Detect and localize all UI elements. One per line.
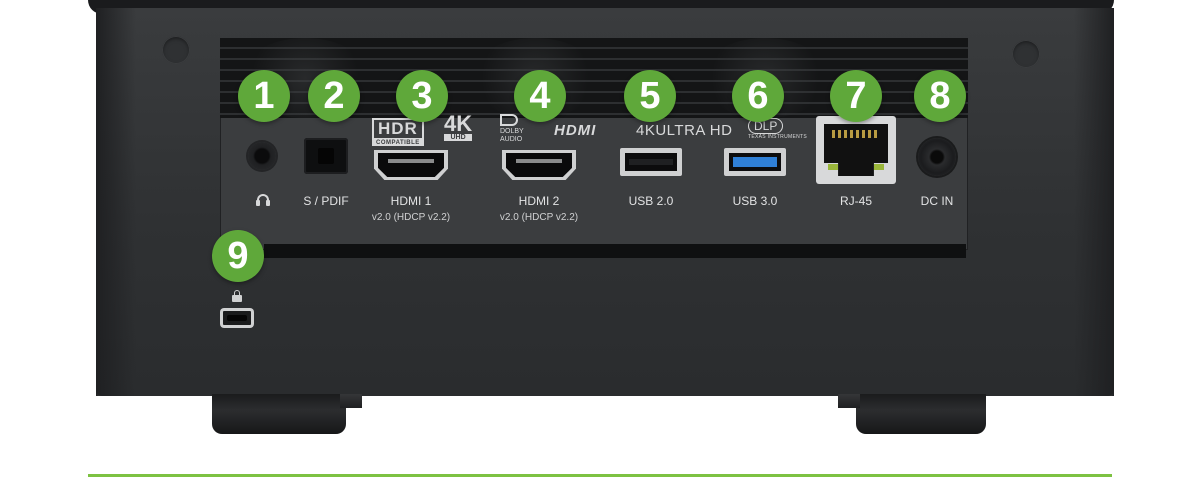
- dolby-d-icon: [500, 114, 518, 126]
- hdmi-logo: HDMI: [554, 122, 597, 139]
- hdr-logo: HDR COMPATIBLE: [372, 118, 424, 146]
- usb-2-label: USB 2.0: [628, 194, 674, 208]
- dc-in-port[interactable]: [918, 138, 956, 176]
- dlp-logo-subtext: TEXAS INSTRUMENTS: [748, 134, 807, 140]
- badge-2: 2: [308, 70, 360, 122]
- 4k-logo-text: 4K: [444, 111, 473, 136]
- 4k-uhd-logo: 4K UHD: [444, 111, 473, 141]
- 4k-ultra-hd-logo: 4KULTRA HD: [636, 122, 733, 139]
- headphone-jack[interactable]: [248, 142, 276, 170]
- rj45-port[interactable]: [816, 116, 896, 184]
- badge-7: 7: [830, 70, 882, 122]
- badge-5: 5: [624, 70, 676, 122]
- hdmi-1-label: HDMI 1: [390, 194, 432, 208]
- hdmi-2-label: HDMI 2: [518, 194, 560, 208]
- badge-8: 8: [914, 70, 966, 122]
- dc-in-label: DC IN: [920, 194, 954, 208]
- hdr-logo-subtext: COMPATIBLE: [372, 140, 424, 146]
- dolby-line1: DOLBY: [500, 128, 524, 135]
- screw-left: [162, 36, 190, 64]
- badge-9: 9: [212, 230, 264, 282]
- dolby-audio-logo: DOLBY AUDIO: [500, 114, 524, 144]
- foot-right: [856, 394, 986, 434]
- usb-3-label: USB 3.0: [732, 194, 778, 208]
- lock-icon: [232, 290, 242, 302]
- hdmi-1-version: v2.0 (HDCP v2.2): [371, 212, 451, 223]
- foot-left: [212, 394, 346, 434]
- foot-left-cap: [340, 394, 362, 408]
- spdif-label: S / PDIF: [303, 194, 349, 208]
- usb-3-port[interactable]: [724, 148, 786, 176]
- green-divider-line: [88, 474, 1112, 477]
- uhd-logo-text: UHD: [444, 134, 473, 141]
- kensington-lock-slot[interactable]: [220, 308, 254, 328]
- body-left-shade: [96, 8, 136, 396]
- screw-right: [1012, 40, 1040, 68]
- hdmi-2-version: v2.0 (HDCP v2.2): [499, 212, 579, 223]
- badge-6: 6: [732, 70, 784, 122]
- hdmi-2-port[interactable]: [502, 150, 576, 180]
- badge-4: 4: [514, 70, 566, 122]
- badge-3: 3: [396, 70, 448, 122]
- foot-right-cap: [838, 394, 860, 408]
- body-right-shade: [1074, 8, 1114, 396]
- headphones-icon: [256, 194, 270, 206]
- spdif-port[interactable]: [304, 138, 348, 174]
- lower-slot: [264, 244, 966, 258]
- hdmi-1-port[interactable]: [374, 150, 448, 180]
- usb-2-port[interactable]: [620, 148, 682, 176]
- dolby-line2: AUDIO: [500, 136, 523, 143]
- hdr-logo-text: HDR: [372, 118, 424, 140]
- rj45-label: RJ-45: [839, 194, 872, 208]
- badge-1: 1: [238, 70, 290, 122]
